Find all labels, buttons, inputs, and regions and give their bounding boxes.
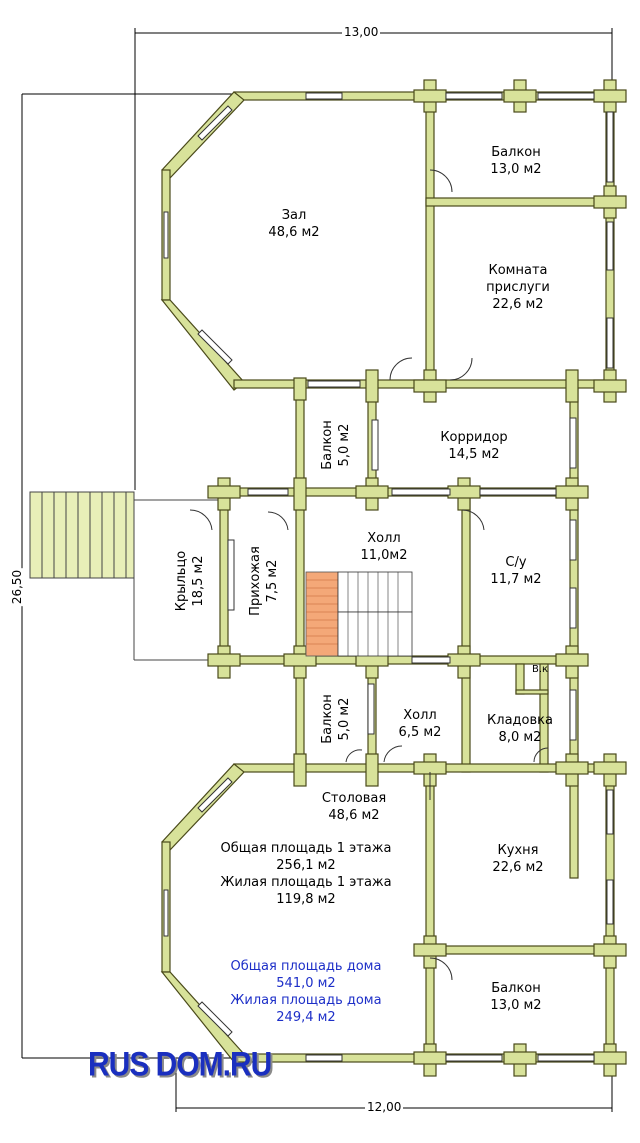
room-name: Комната (488, 263, 548, 278)
room-area: 13,0 м2 (490, 162, 542, 177)
room-corridor: Корридор 14,5 м2 (440, 429, 507, 463)
room-balcony-top: Балкон 13,0 м2 (490, 144, 541, 178)
room-name: Балкон (491, 981, 541, 996)
room-name: Прихожая (248, 546, 263, 616)
floor-living-value: 119,8 м2 (276, 892, 336, 907)
room-entry: Прихожая 7,5 м2 (247, 546, 281, 616)
wall-joints (207, 79, 627, 1077)
room-area: 7,5 м2 (265, 559, 280, 603)
room-servant: Комната прислуги 22,6 м2 (486, 262, 550, 313)
floor-total-value: 256,1 м2 (276, 858, 336, 873)
room-name: Холл (367, 531, 401, 546)
room-area: 18,5 м2 (191, 555, 206, 607)
dimension-left: 26,50 (10, 567, 25, 607)
floor-total-label: Общая площадь 1 этажа (220, 841, 392, 856)
room-name: Столовая (321, 791, 387, 806)
room-area: 6,5 м2 (398, 725, 442, 740)
room-balcony-bottom: Балкон 13,0 м2 (490, 980, 541, 1014)
room-name: Зал (281, 208, 307, 223)
floor-area-summary: Общая площадь 1 этажа 256,1 м2 Жилая пло… (220, 840, 391, 908)
house-living-label: Жилая площадь дома (230, 993, 382, 1008)
site-logo: RUS DOM.RU (88, 1045, 272, 1084)
room-foyer: Холл 11,0м2 (360, 530, 407, 564)
room-name-2: прислуги (486, 280, 550, 295)
windows (163, 92, 614, 1062)
room-area: 5,0 м2 (337, 423, 352, 467)
room-foyer-small: Холл 6,5 м2 (399, 707, 442, 741)
room-pantry: Кладовка 8,0 м2 (487, 712, 553, 746)
room-area: 22,6 м2 (492, 297, 544, 312)
room-balcony-mid-bottom: Балкон 5,0 м2 (319, 694, 353, 744)
room-name: Кухня (497, 843, 539, 858)
room-name: Корридор (440, 430, 508, 445)
room-area: 5,0 м2 (337, 697, 352, 741)
room-name: Холл (403, 708, 437, 723)
house-total-label: Общая площадь дома (230, 959, 382, 974)
room-porch: Крыльцо 18,5 м2 (173, 551, 207, 612)
room-name: Крыльцо (174, 550, 189, 612)
room-area: 11,0м2 (360, 548, 408, 563)
room-area: 48,6 м2 (268, 225, 320, 240)
porch-stairs (29, 491, 220, 661)
dimension-top: 13,00 (342, 25, 381, 39)
room-area: 14,5 м2 (448, 447, 500, 462)
house-living-value: 249,4 м2 (276, 1010, 336, 1025)
room-area: 48,6 м2 (328, 808, 380, 823)
house-total-value: 541,0 м2 (276, 976, 336, 991)
room-kitchen: Кухня 22,6 м2 (492, 842, 543, 876)
room-area: 22,6 м2 (492, 860, 544, 875)
room-area: 8,0 м2 (498, 730, 542, 745)
room-dining: Столовая 48,6 м2 (322, 790, 386, 824)
room-area: 11,7 м2 (490, 572, 542, 587)
staircase (305, 571, 413, 657)
dimension-bottom: 12,00 (365, 1100, 404, 1114)
room-name: Кладовка (487, 713, 553, 728)
room-name: Балкон (320, 420, 335, 470)
room-balcony-mid-top: Балкон 5,0 м2 (319, 420, 353, 470)
room-bathroom: С/у 11,7 м2 (490, 554, 541, 588)
house-area-summary: Общая площадь дома 541,0 м2 Жилая площад… (230, 958, 381, 1026)
room-name: Балкон (320, 694, 335, 744)
room-hall-main: Зал 48,6 м2 (268, 207, 319, 241)
room-area: 13,0 м2 (490, 998, 542, 1013)
room-name: С/у (505, 555, 527, 570)
floor-living-label: Жилая площадь 1 этажа (220, 875, 392, 890)
room-name: Балкон (491, 145, 541, 160)
room-vk: В.к (532, 664, 549, 675)
doors (189, 169, 549, 981)
